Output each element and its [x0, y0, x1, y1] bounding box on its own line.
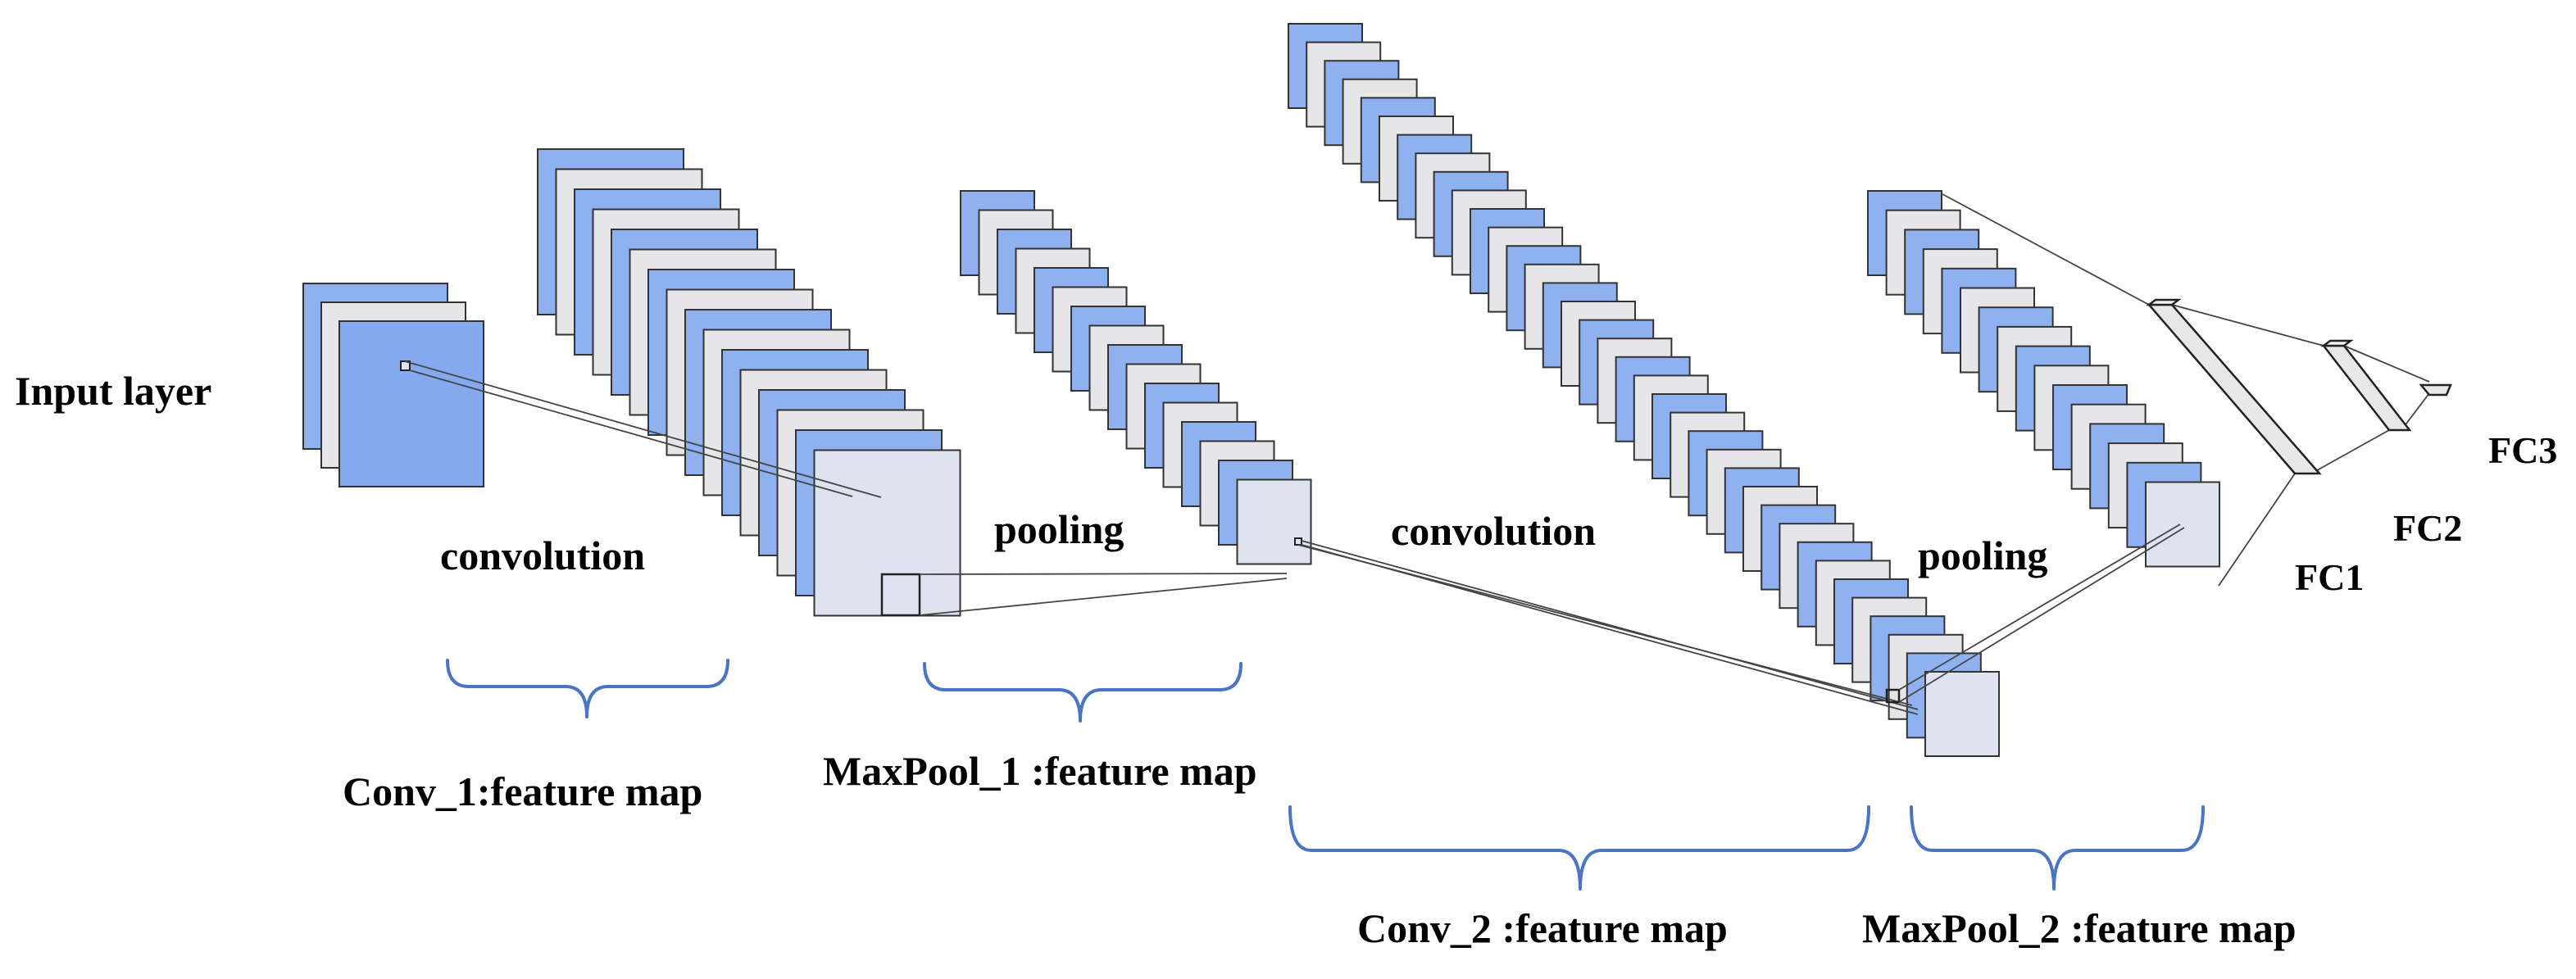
maxpool1-feature-map — [1236, 478, 1312, 565]
fc3-label: FC3 — [2488, 429, 2557, 471]
input-feature-map — [338, 320, 484, 487]
conv1-to-pool1-line-b — [919, 578, 1288, 616]
fc2-layer — [2321, 344, 2412, 432]
conv2-feature-map-label: Conv_2 :feature map — [1357, 905, 1728, 951]
pool1-to-conv2-line-c — [1297, 544, 1913, 706]
pool1-to-conv2-line-a — [1301, 540, 1919, 710]
conv1-feature-map — [813, 449, 961, 617]
fc1-to-fc2-line-bottom — [2310, 429, 2390, 474]
maxpool1-feature-maps — [960, 190, 1312, 565]
bracket-conv1 — [446, 659, 729, 718]
maxpool2-feature-map-label: MaxPool_2 :feature map — [1862, 905, 2297, 951]
conv1-feature-map-label: Conv_1:feature map — [343, 768, 702, 814]
conv2-feature-maps — [1288, 23, 2000, 757]
input-layer-maps — [302, 283, 484, 487]
conv2-feature-map — [1924, 671, 2000, 757]
pool1-kernel-box — [1294, 537, 1302, 546]
input-layer-label: Input layer — [15, 368, 211, 414]
bracket-maxpool1 — [923, 662, 1243, 723]
conv1-to-pool1-line-a — [919, 573, 1288, 575]
bracket-conv2 — [1288, 805, 1870, 891]
bracket-maxpool2 — [1910, 805, 2205, 891]
pooling-1-label: pooling — [994, 506, 1124, 552]
fc2-to-fc3-line-top — [2343, 345, 2430, 383]
maxpool2-feature-maps — [1867, 190, 2220, 568]
fc1-layer-edge — [2146, 298, 2182, 306]
conv1-pool-window — [880, 573, 921, 617]
input-to-conv1-line-a — [404, 360, 882, 498]
pooling-2-label: pooling — [1918, 533, 2047, 578]
convolution-2-label: convolution — [1391, 508, 1596, 554]
fc1-to-fc2-line-top — [2171, 304, 2324, 347]
connector-lines — [400, 193, 2430, 715]
fc3-layer — [2419, 383, 2452, 397]
conv2-pool-window — [1885, 688, 1901, 704]
convolution-1-label: convolution — [440, 533, 645, 578]
fc2-layer-edge — [2320, 339, 2354, 347]
fully-connected-layers — [2146, 298, 2452, 475]
conv2-to-pool2-line-a — [1898, 523, 2181, 691]
conv2-to-pool2-line-b — [1898, 527, 2185, 703]
pool2-to-fc1-line-bottom — [2218, 473, 2296, 587]
pool2-to-fc1-line-top — [1942, 193, 2150, 306]
maxpool2-feature-map — [2145, 481, 2220, 568]
fc1-label: FC1 — [2295, 556, 2364, 598]
fc2-label: FC2 — [2393, 507, 2462, 549]
brackets — [446, 659, 2205, 891]
input-to-conv1-line-b — [409, 369, 853, 497]
maxpool1-feature-map-label: MaxPool_1 :feature map — [823, 748, 1257, 794]
conv1-feature-maps — [537, 148, 961, 617]
